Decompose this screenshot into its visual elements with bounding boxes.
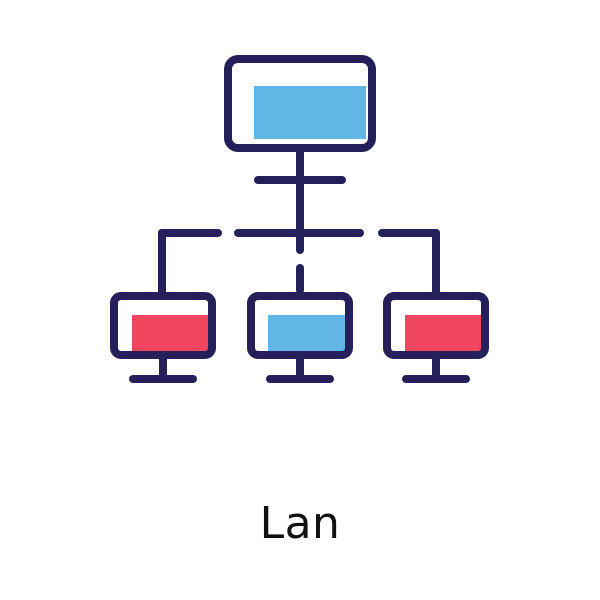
left-monitor-icon [110, 292, 216, 383]
network-bus-line [158, 229, 440, 300]
top-monitor-icon [224, 55, 376, 152]
center-monitor-icon [247, 292, 353, 383]
right-monitor-icon [383, 292, 489, 383]
icon-caption: Lan [259, 498, 341, 549]
